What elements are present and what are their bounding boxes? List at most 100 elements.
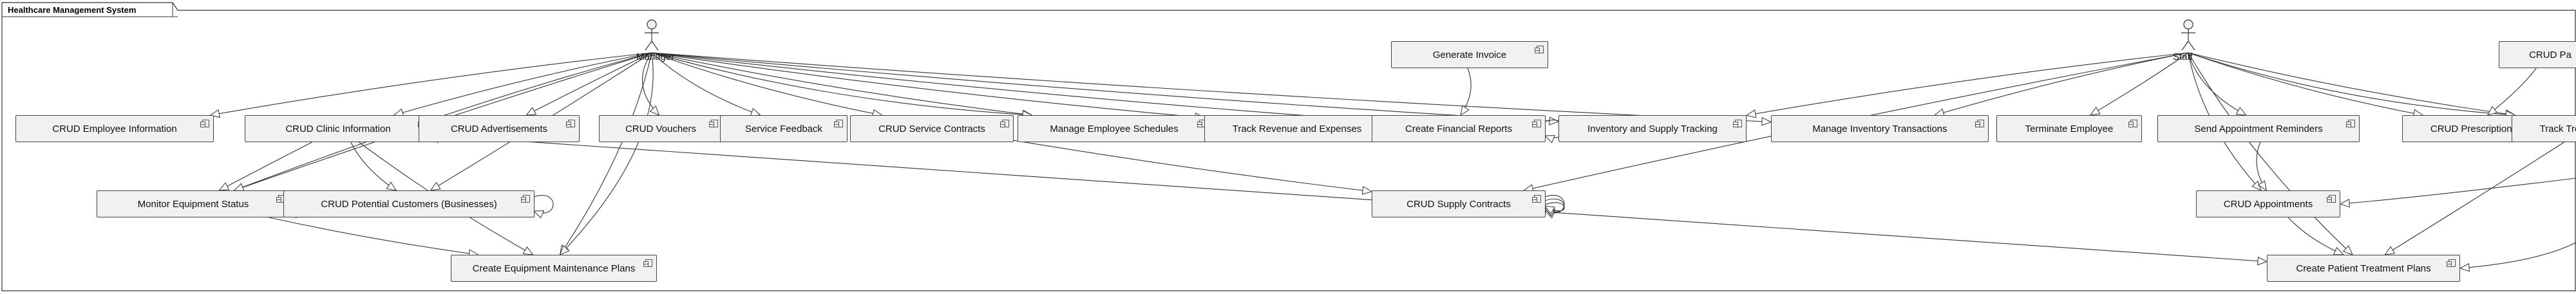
actor-figures — [645, 19, 2195, 51]
component-label: CRUD Supply Contracts — [1406, 198, 1511, 210]
component-track-revenue[interactable]: Track Revenue and Expenses — [1204, 115, 1390, 142]
component-crud-employee-info[interactable]: CRUD Employee Information — [15, 115, 214, 142]
component-icon — [2346, 120, 2355, 127]
relation-manager-to-inventory-supply-tracking — [651, 52, 1558, 122]
component-crud-supply-contracts[interactable]: CRUD Supply Contracts — [1372, 190, 1546, 217]
component-label: CRUD Potential Customers (Businesses) — [321, 198, 497, 210]
component-label: CRUD Appointments — [2223, 198, 2313, 210]
component-crud-service-contracts[interactable]: CRUD Service Contracts — [850, 115, 1014, 142]
component-crud-patients[interactable]: CRUD Pa — [2499, 41, 2576, 68]
component-icon — [521, 195, 530, 203]
relation-crud-clinic-info-to-crud-potential-customers — [350, 142, 397, 190]
component-crud-advertisements[interactable]: CRUD Advertisements — [419, 115, 580, 142]
package-title: Healthcare Management System — [8, 5, 137, 15]
relation-staff-to-terminate-employee — [2090, 52, 2189, 115]
component-label: Track Treatment Plan — [2539, 123, 2576, 134]
component-icon — [276, 195, 285, 203]
offscreen-relation-to-crud-appointments — [2340, 178, 2576, 204]
relation-edges — [210, 52, 2576, 268]
component-crud-vouchers[interactable]: CRUD Vouchers — [599, 115, 723, 142]
relation-crud-clinic-info-to-monitor-equipment-status — [219, 142, 312, 190]
component-icon — [2327, 195, 2336, 203]
relation-staff-to-track-treatment-plan — [2188, 52, 2515, 115]
component-create-financial-reports[interactable]: Create Financial Reports — [1372, 115, 1546, 142]
component-icon — [566, 120, 575, 127]
relation-manager-to-create-equipment-maintenance-plans — [560, 52, 652, 255]
component-create-patient-treatment-plans[interactable]: Create Patient Treatment Plans — [2267, 255, 2460, 282]
component-label: Create Financial Reports — [1405, 123, 1512, 134]
relation-crud-patients-to-crud-prescriptions — [2488, 68, 2537, 115]
component-label: Create Patient Treatment Plans — [2296, 262, 2431, 274]
manager-actor-icon — [645, 19, 659, 51]
relation-staff-to-crud-prescriptions — [2188, 52, 2423, 115]
component-generate-invoice[interactable]: Generate Invoice — [1391, 41, 1548, 68]
self-loop-crud-potential-customers — [534, 195, 554, 214]
relation-manager-to-manage-employee-schedules — [651, 52, 1032, 115]
component-send-appointment-reminders[interactable]: Send Appointment Reminders — [2157, 115, 2360, 142]
component-label: Track Revenue and Expenses — [1232, 123, 1362, 134]
component-icon — [1535, 46, 1544, 53]
relation-staff-to-manage-inventory-transactions — [1935, 52, 2189, 115]
relation-monitor-equipment-status-to-create-equipment-maintenance-plans — [269, 217, 478, 255]
component-icon — [1975, 120, 1984, 127]
component-label: CRUD Service Contracts — [878, 123, 985, 134]
staff-actor-icon — [2181, 19, 2195, 51]
component-crud-potential-customers[interactable]: CRUD Potential Customers (Businesses) — [283, 190, 535, 217]
relation-manager-to-create-equipment-maintenance-plans — [560, 52, 654, 255]
relation-manager-to-monitor-equipment-status — [234, 52, 652, 190]
component-label: Monitor Equipment Status — [137, 198, 249, 210]
component-crud-appointments[interactable]: CRUD Appointments — [2196, 190, 2340, 217]
relation-manager-to-crud-service-contracts — [651, 52, 882, 115]
component-manage-inventory-transactions[interactable]: Manage Inventory Transactions — [1771, 115, 1989, 142]
relation-staff-to-create-patient-treatment-plans — [2188, 52, 2353, 255]
relation-manager-to-manage-employee-schedules — [651, 52, 1032, 115]
relation-staff-to-inventory-supply-tracking — [1747, 52, 2189, 115]
component-icon — [200, 120, 209, 127]
component-label: Manage Inventory Transactions — [1812, 123, 1947, 134]
relation-crud-service-contracts-to-crud-supply-contracts — [1013, 140, 1372, 192]
relation-manager-to-crud-employee-info — [210, 52, 652, 115]
relation-crud-appointments-to-create-patient-treatment-plans — [2287, 217, 2344, 255]
relation-crud-clinic-info-to-create-patient-treatment-plans — [431, 134, 2267, 262]
component-icon — [1000, 120, 1009, 127]
component-icon — [1532, 120, 1541, 127]
relation-manager-to-manage-inventory-transactions — [651, 52, 1771, 122]
component-icon — [643, 259, 652, 267]
component-label: CRUD Advertisements — [450, 123, 548, 134]
relation-manager-to-track-revenue — [651, 52, 1204, 118]
component-label: Inventory and Supply Tracking — [1587, 123, 1718, 134]
component-crud-clinic-info[interactable]: CRUD Clinic Information — [245, 115, 431, 142]
component-icon — [834, 120, 843, 127]
component-icon — [709, 120, 718, 127]
self-loop-crud-supply-contracts — [1545, 198, 1565, 212]
component-icon — [1532, 195, 1541, 203]
component-track-treatment-plan[interactable]: Track Treatment Plan — [2512, 115, 2576, 142]
component-label: Send Appointment Reminders — [2194, 123, 2323, 134]
component-label: CRUD Employee Information — [52, 123, 177, 134]
component-label: Create Equipment Maintenance Plans — [472, 262, 636, 274]
component-label: Generate Invoice — [1432, 49, 1507, 60]
offscreen-relation-to-create-patient-treatment-plans — [2460, 242, 2576, 268]
relation-manager-to-crud-vouchers — [641, 52, 659, 115]
component-manage-employee-schedules[interactable]: Manage Employee Schedules — [1018, 115, 1211, 142]
component-monitor-equipment-status[interactable]: Monitor Equipment Status — [97, 190, 290, 217]
component-inventory-supply-tracking[interactable]: Inventory and Supply Tracking — [1558, 115, 1747, 142]
relation-track-treatment-plan-to-create-patient-treatment-plans — [2385, 142, 2564, 255]
component-icon — [2128, 120, 2137, 127]
relation-staff-to-send-appointment-reminders — [2188, 52, 2246, 115]
component-terminate-employee[interactable]: Terminate Employee — [1996, 115, 2142, 142]
component-service-feedback[interactable]: Service Feedback — [720, 115, 848, 142]
manager-actor-label: Manager — [636, 51, 675, 62]
relation-manager-to-crud-advertisements — [526, 52, 652, 115]
relation-manager-to-create-financial-reports — [651, 52, 1372, 120]
relation-manager-to-service-feedback — [651, 52, 761, 115]
component-icon — [1733, 120, 1742, 127]
component-create-equipment-maintenance-plans[interactable]: Create Equipment Maintenance Plans — [451, 255, 657, 282]
component-label: Manage Employee Schedules — [1050, 123, 1179, 134]
component-label: CRUD Clinic Information — [285, 123, 391, 134]
relation-generate-invoice-to-create-financial-reports — [1461, 68, 1472, 115]
component-icon — [2447, 259, 2456, 267]
